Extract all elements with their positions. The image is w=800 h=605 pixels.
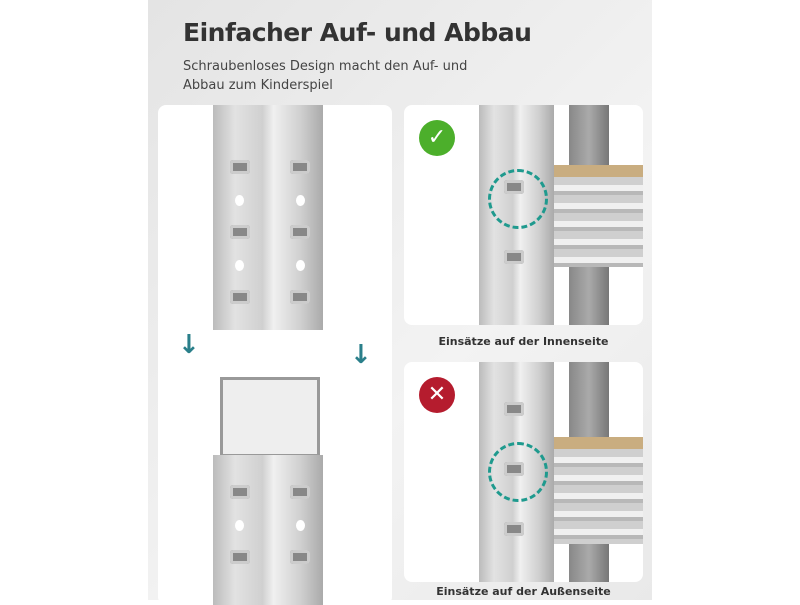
- assembly-illustration: ↓ ↓: [158, 105, 392, 605]
- check-icon: ✓: [419, 120, 455, 156]
- page-subtitle: Schraubenloses Design macht den Auf- und…: [183, 59, 468, 93]
- arrow-down-icon: ↓: [350, 340, 372, 370]
- correct-example-card: ✓: [404, 105, 643, 325]
- highlight-circle: [488, 169, 548, 229]
- arrow-down-icon: ↓: [178, 330, 200, 360]
- highlight-circle: [488, 442, 548, 502]
- cross-icon: ✕: [419, 377, 455, 413]
- product-panel: Einfacher Auf- und Abbau Schraubenloses …: [148, 0, 652, 605]
- page-title: Einfacher Auf- und Abbau: [183, 18, 532, 47]
- wrong-example-card: ✕: [404, 362, 643, 582]
- caption-inside: Einsätze auf der Innenseite: [438, 335, 609, 348]
- connector-cap: [220, 377, 320, 457]
- caption-outside: Einsätze auf der Außenseite: [436, 585, 611, 598]
- upright-post-bottom: [213, 455, 323, 605]
